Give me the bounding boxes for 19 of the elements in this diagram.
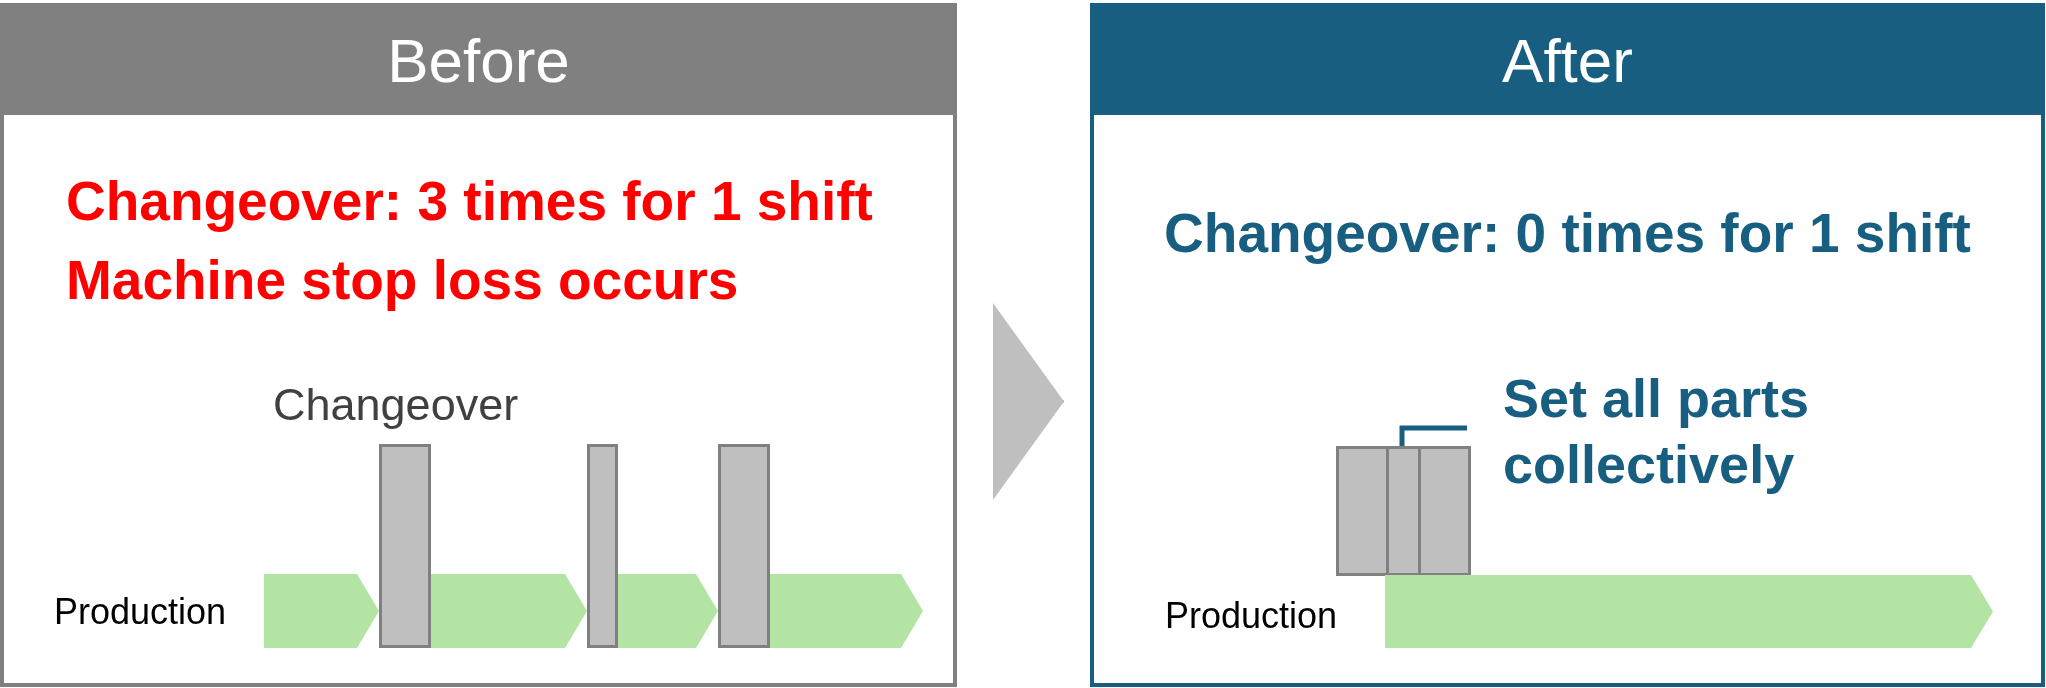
- production-arrow: [618, 574, 718, 648]
- changeover-bar: [587, 444, 618, 648]
- panel-header: After: [1094, 7, 2041, 115]
- panel-header: Before: [4, 7, 953, 115]
- changeover-bar: [718, 444, 770, 648]
- row-label: Production: [54, 594, 227, 630]
- production-arrow: [264, 574, 379, 648]
- changeover-bar: [1336, 446, 1389, 576]
- production-arrow: [770, 574, 923, 648]
- bar-label: Changeover: [273, 382, 519, 427]
- changeover-bar: [379, 444, 431, 648]
- callout-text: Set all parts collectively: [1503, 365, 1817, 497]
- comparison-panel: [1090, 3, 2045, 687]
- transition-arrow: [993, 303, 1064, 500]
- leader-line: [1399, 425, 1467, 446]
- row-label: Production: [1165, 598, 1338, 634]
- production-arrow: [431, 574, 587, 648]
- comparison-panel: [0, 3, 957, 687]
- changeover-bar: [1418, 446, 1471, 576]
